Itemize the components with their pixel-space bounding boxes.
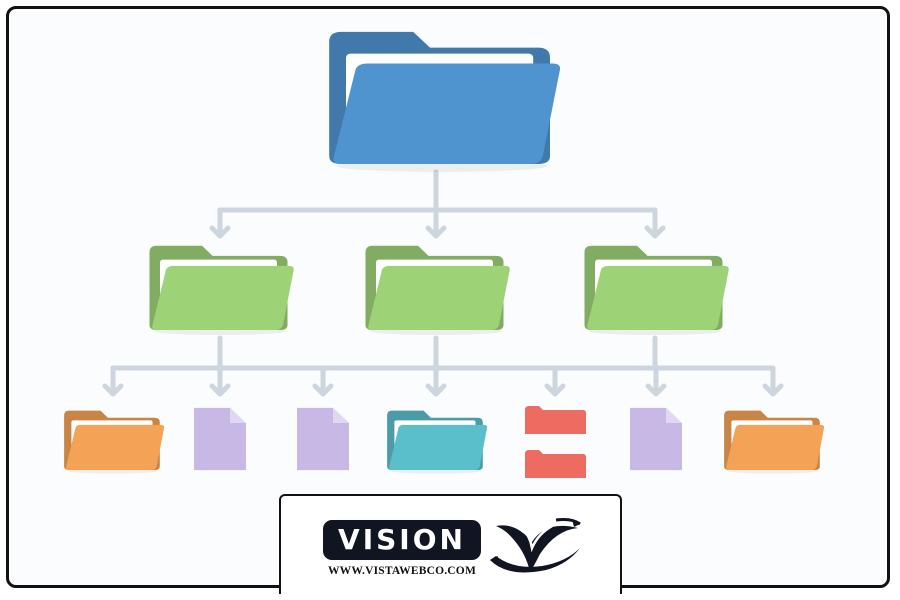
folder-icon <box>721 408 825 474</box>
arrow-head <box>312 383 334 397</box>
subfolder-icon <box>580 242 730 336</box>
vision-emblem-icon <box>486 514 584 578</box>
root-folder-icon <box>322 26 562 172</box>
folder-icon <box>384 408 488 474</box>
subfolder-icon <box>361 242 511 336</box>
stacked-folders-icon <box>523 404 587 480</box>
document-icon <box>626 406 686 472</box>
document-icon <box>293 406 353 472</box>
arrow-head <box>209 225 231 239</box>
arrow-head <box>209 383 231 397</box>
arrow-head <box>425 383 447 397</box>
brand-url: WWW.VISTAWEBCO.COM <box>327 565 476 577</box>
brand-name: VISION <box>323 520 481 560</box>
arrow-head <box>645 383 667 397</box>
arrow-head <box>544 383 566 397</box>
arrow-head <box>762 383 784 397</box>
arrow-head <box>425 225 447 239</box>
folder-icon <box>61 408 165 474</box>
subfolder-icon <box>145 242 295 336</box>
brand-logo-box: VISION WWW.VISTAWEBCO.COM <box>279 494 622 594</box>
arrow-head <box>102 383 124 397</box>
document-icon <box>190 406 250 472</box>
arrow-head <box>644 225 666 239</box>
